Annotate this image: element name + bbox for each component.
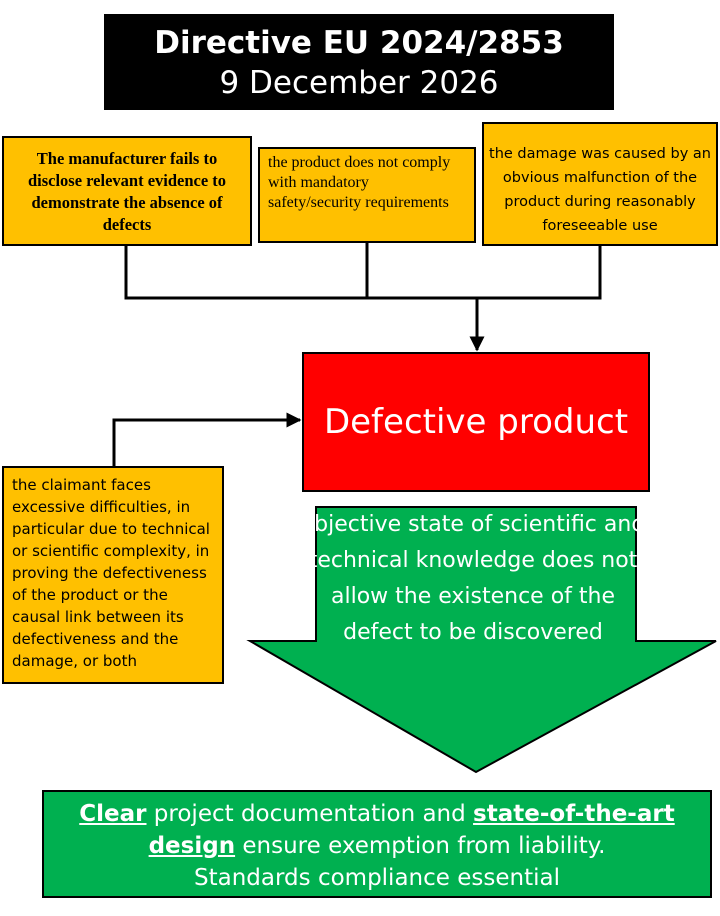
condition-obvious-malfunction: the damage was caused by an obvious malf… bbox=[482, 122, 718, 246]
exemption-text: objective state of scientific and techni… bbox=[300, 512, 646, 645]
conclusion-part2: ensure exemption from liability. bbox=[235, 833, 606, 859]
title-banner: Directive EU 2024/2853 9 December 2026 bbox=[104, 14, 614, 110]
condition-claimant-difficulties: the claimant faces excessive difficultie… bbox=[2, 466, 224, 684]
conclusion-box: Clear project documentation and state-of… bbox=[42, 790, 712, 898]
conclusion-line3: Standards compliance essential bbox=[194, 865, 560, 891]
condition-non-compliance: the product does not comply with mandato… bbox=[258, 147, 476, 243]
defective-product-box: Defective product bbox=[302, 352, 650, 492]
keyword-clear: Clear bbox=[79, 801, 147, 827]
title-date: 9 December 2026 bbox=[219, 65, 499, 101]
exemption-arrow bbox=[246, 506, 717, 774]
condition-manufacturer-fails: The manufacturer fails to disclose relev… bbox=[2, 136, 252, 246]
conclusion-part1: project documentation and bbox=[146, 801, 474, 827]
title-directive: Directive EU 2024/2853 bbox=[154, 25, 564, 61]
arrow-claimant-to-defect bbox=[112, 412, 302, 466]
merge-connector bbox=[124, 246, 602, 300]
keyword-design: design bbox=[148, 833, 236, 859]
keyword-state-of-the-art: state-of-the-art bbox=[473, 801, 675, 827]
